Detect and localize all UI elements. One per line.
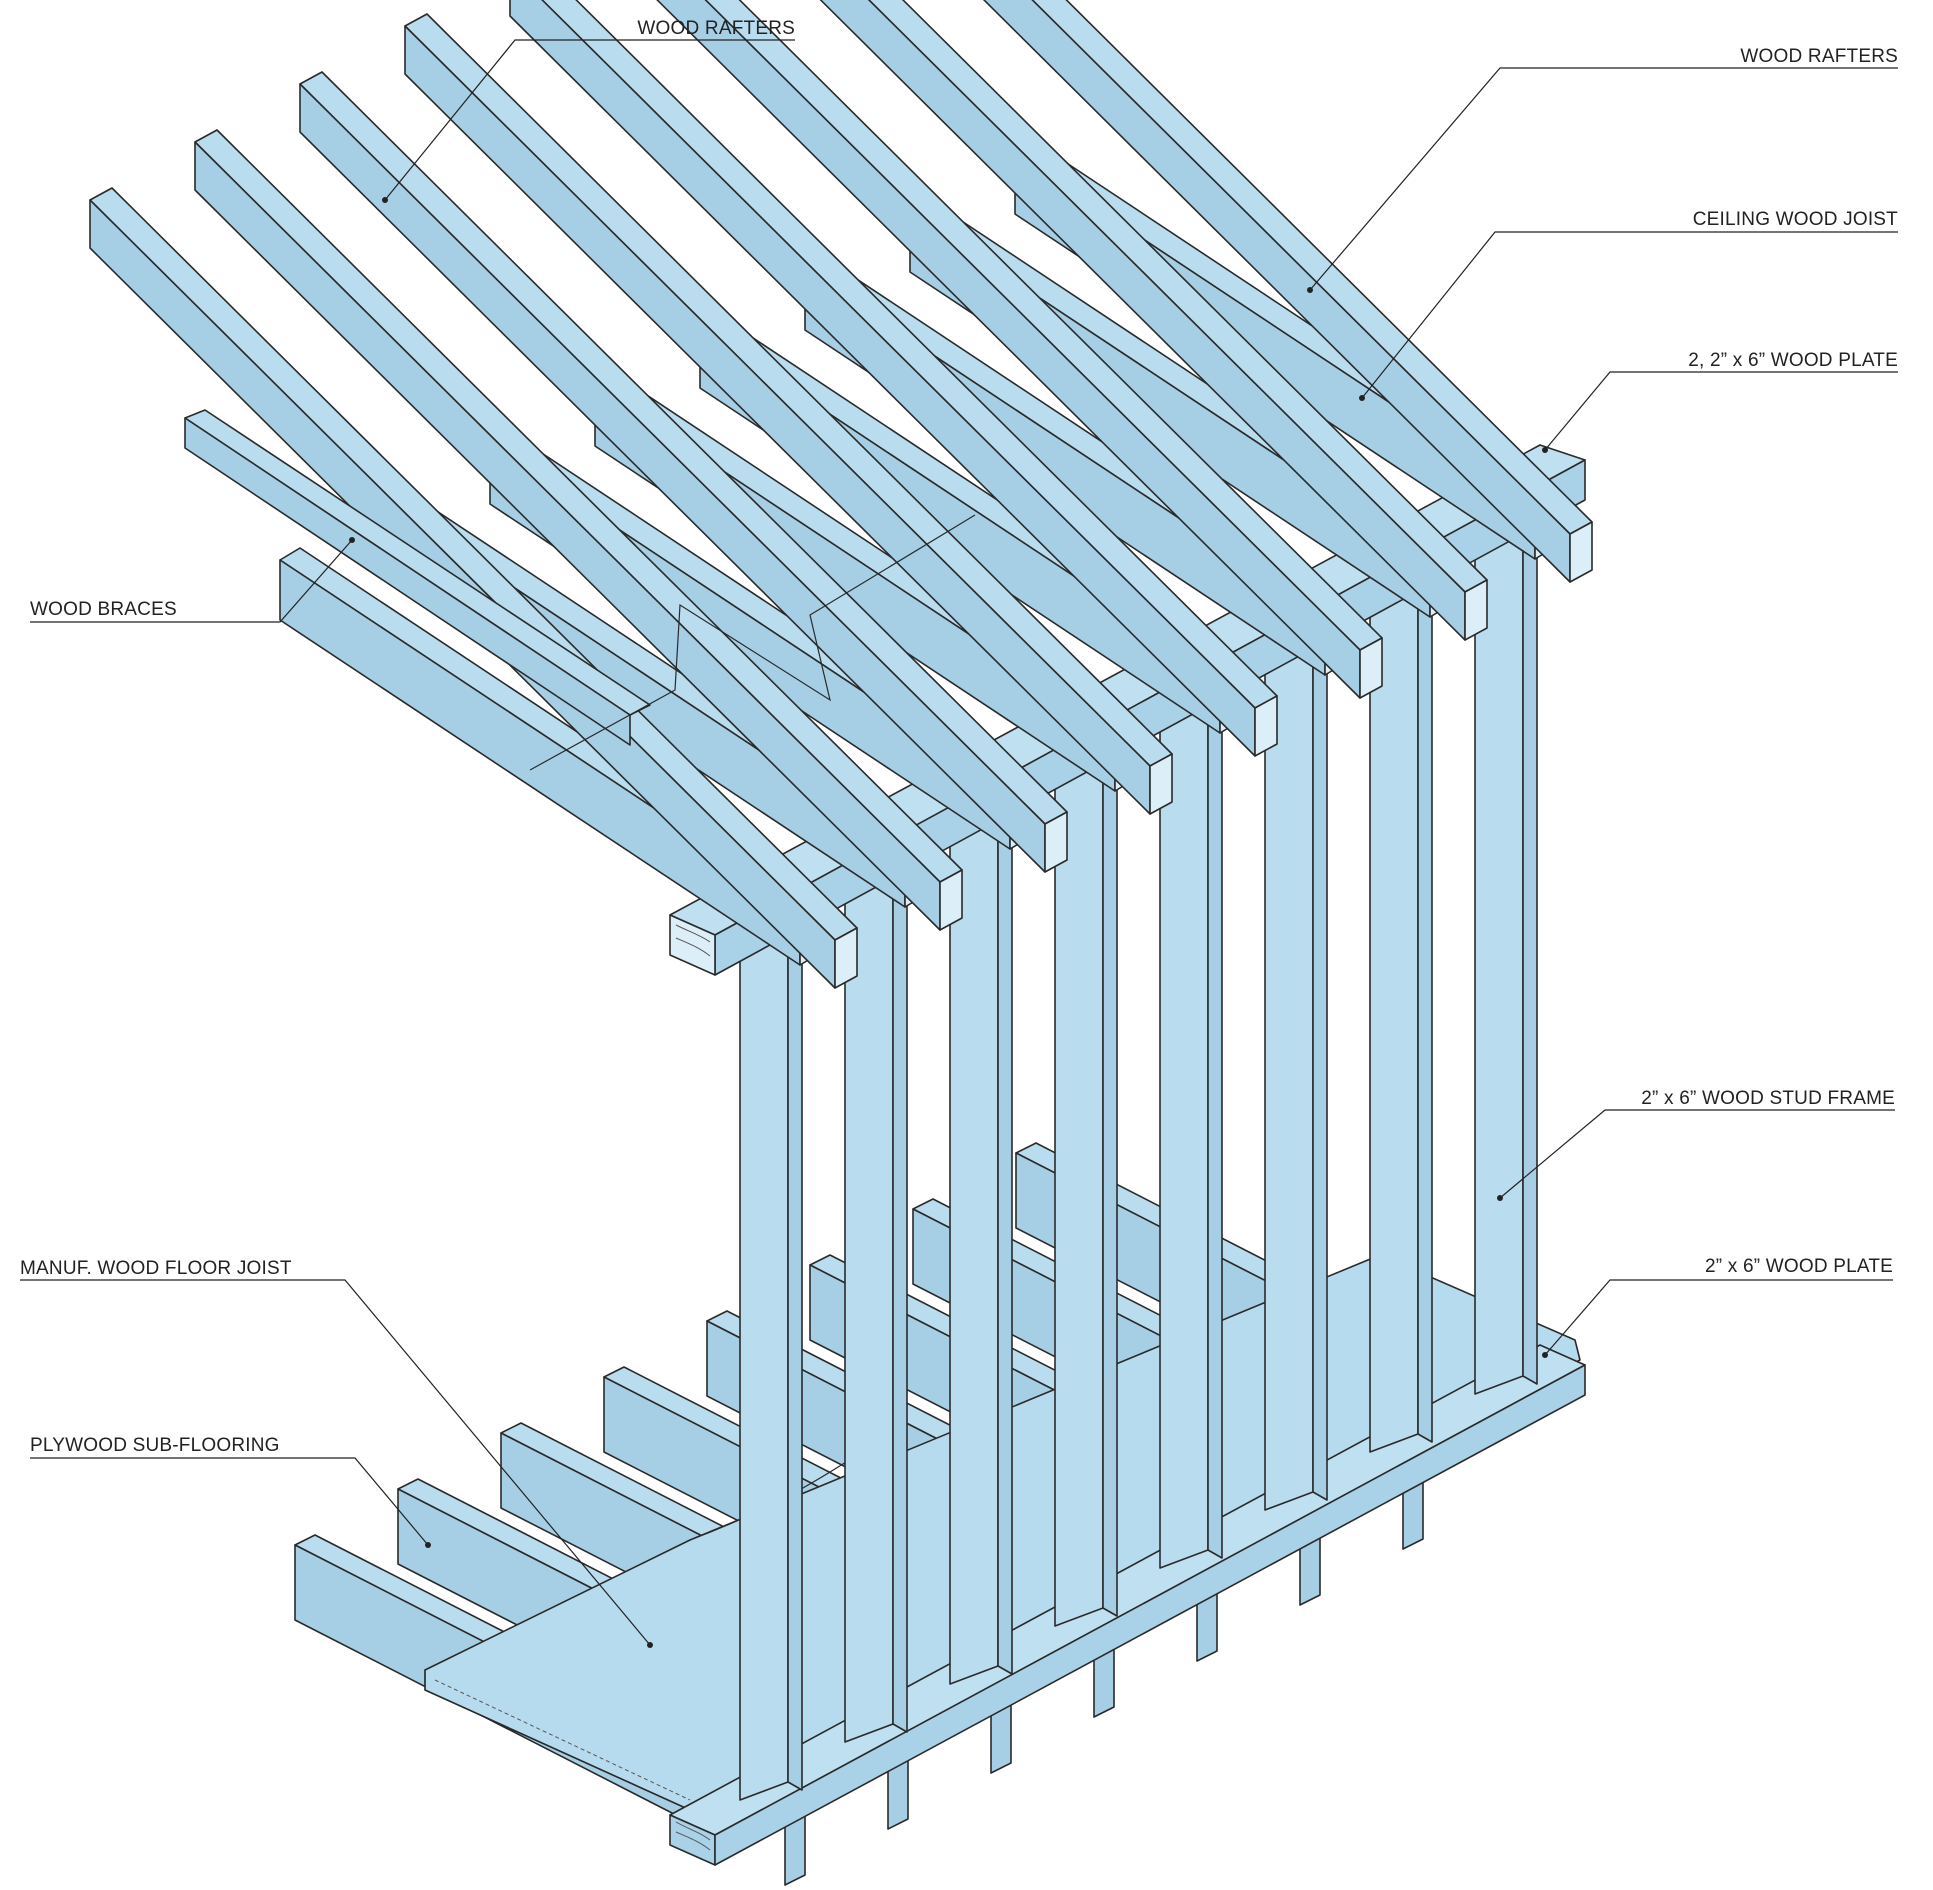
rafter-end xyxy=(1464,579,1488,641)
wood-stud-side xyxy=(1522,510,1538,1385)
rafter-end xyxy=(1044,811,1068,873)
wood-braces xyxy=(184,409,651,746)
break-lines xyxy=(529,514,976,771)
plywood-subflooring-label: PLYWOOD SUB-FLOORING xyxy=(30,1435,280,1456)
wood-braces-label: WOOD BRACES xyxy=(30,599,177,620)
wood-stud-side xyxy=(1417,568,1433,1443)
wood-stud-frame xyxy=(739,510,1538,1801)
wood-stud-side xyxy=(892,858,908,1733)
wood-stud-face xyxy=(844,858,894,1743)
wood-stud-face xyxy=(739,916,789,1801)
rafter-end xyxy=(939,869,963,931)
rafter-end xyxy=(834,927,858,989)
bottom-wood-plate-label: 2” x 6” WOOD PLATE xyxy=(1705,1256,1893,1277)
wood-stud-face xyxy=(1369,568,1419,1453)
leader-dot xyxy=(425,1542,431,1548)
wood-stud-side xyxy=(1102,742,1118,1617)
top-wood-plate-label: 2, 2” x 6” WOOD PLATE xyxy=(1688,350,1898,371)
labels: WOOD RAFTERS WOOD RAFTERS CEILING WOOD J… xyxy=(20,18,1898,1456)
leader-dot xyxy=(1542,447,1548,453)
rafter-end xyxy=(1359,637,1383,699)
rafter-end xyxy=(1149,753,1173,815)
leader-dot xyxy=(382,197,388,203)
wood-stud-face xyxy=(1054,742,1104,1627)
leader-dot xyxy=(647,1642,653,1648)
wood-stud-side xyxy=(787,916,803,1791)
leader-dot xyxy=(1359,395,1365,401)
wood-rafters-label-left: WOOD RAFTERS xyxy=(637,18,795,39)
leader-lines xyxy=(20,39,1898,1648)
wood-rafters-label-right: WOOD RAFTERS xyxy=(1740,46,1898,67)
manuf-floor-joist-label: MANUF. WOOD FLOOR JOIST xyxy=(20,1258,292,1279)
wood-stud-face xyxy=(949,800,999,1685)
wood-stud-side xyxy=(1207,684,1223,1559)
ceiling-wood-joist-label: CEILING WOOD JOIST xyxy=(1693,209,1898,230)
rafter-end xyxy=(1254,695,1278,757)
wood-stud-frame-label: 2” x 6” WOOD STUD FRAME xyxy=(1641,1088,1895,1109)
wood-stud-face xyxy=(1264,626,1314,1511)
wood-stud-face xyxy=(1159,684,1209,1569)
wood-rafters xyxy=(89,0,1593,989)
wood-stud-side xyxy=(997,800,1013,1675)
leader-dot xyxy=(1307,287,1313,293)
wood-stud-face xyxy=(1474,510,1524,1395)
leader-dot xyxy=(349,537,355,543)
rafter-end xyxy=(1569,521,1593,583)
wood-stud-side xyxy=(1312,626,1328,1501)
leader-dot xyxy=(1542,1352,1548,1358)
leader-dot xyxy=(1497,1195,1503,1201)
